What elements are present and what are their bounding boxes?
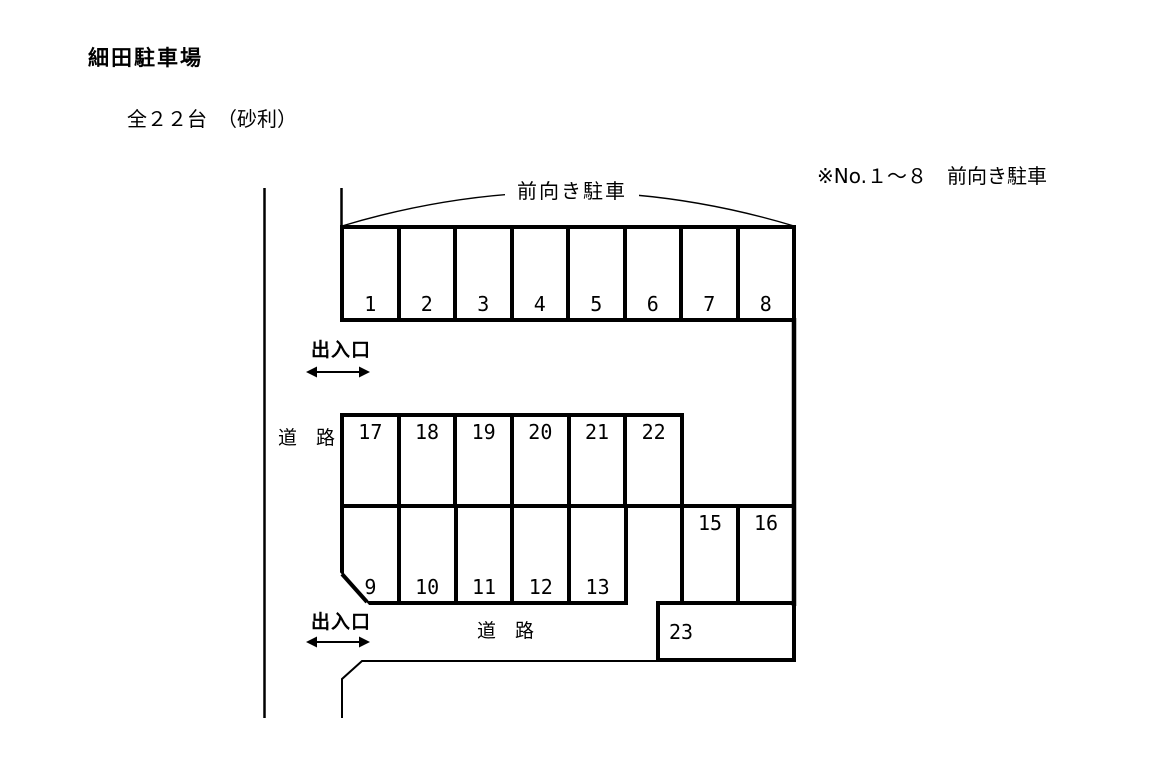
parking-spot-1: 1 xyxy=(344,229,401,318)
parking-spot-9: 9 xyxy=(344,508,401,601)
entrance-arrow-bottom-icon xyxy=(306,636,370,648)
front-parking-label: 前向き駐車 xyxy=(505,180,639,202)
parking-spot-16: 16 xyxy=(753,511,779,535)
parking-spot-11: 11 xyxy=(458,508,515,601)
parking-spot-13: 13 xyxy=(585,575,610,599)
front-parking-note: ※No.１～８ 前向き駐車 xyxy=(817,164,1047,188)
parking-spot-7: 7 xyxy=(683,229,740,318)
road-edge-bottom-line xyxy=(341,660,658,718)
entrance-label-bottom: 出入口 xyxy=(311,611,372,633)
capacity-note: 全２２台 （砂利） xyxy=(127,107,297,131)
parking-spot-3: 3 xyxy=(457,229,514,318)
parking-spot-22: 22 xyxy=(641,420,666,444)
road-label-left: 道 路 xyxy=(278,427,336,449)
parking-spot-10: 10 xyxy=(401,508,458,601)
parking-row-9-13: 9 10 11 12 13 xyxy=(340,508,628,605)
parking-spot-17: 17 xyxy=(344,417,401,504)
parking-spot-21: 21 xyxy=(571,417,628,504)
parking-spot-15: 15 xyxy=(684,508,740,601)
road-label-bottom: 道 路 xyxy=(477,620,535,642)
entrance-arrow-top-icon xyxy=(306,366,370,378)
parking-spot-2: 2 xyxy=(401,229,457,318)
parking-row-17-22: 17 18 19 20 21 22 xyxy=(340,413,684,508)
parking-spot-6: 6 xyxy=(627,229,683,318)
parking-spot-4: 4 xyxy=(514,229,570,318)
parking-row-15-16: 15 16 xyxy=(680,504,796,605)
parking-row-1-8: 1 2 3 4 5 6 7 8 xyxy=(340,225,796,322)
page-title: 細田駐車場 xyxy=(88,46,203,70)
entrance-label-top: 出入口 xyxy=(311,339,372,361)
parking-spot-19: 19 xyxy=(457,417,515,504)
parking-spot-12: 12 xyxy=(514,508,572,601)
parking-spot-5: 5 xyxy=(570,229,627,318)
parking-spot-18: 18 xyxy=(401,417,458,504)
parking-spot-23: 23 xyxy=(656,601,796,662)
parking-spot-8: 8 xyxy=(759,292,772,316)
parking-spot-20: 20 xyxy=(514,417,571,504)
